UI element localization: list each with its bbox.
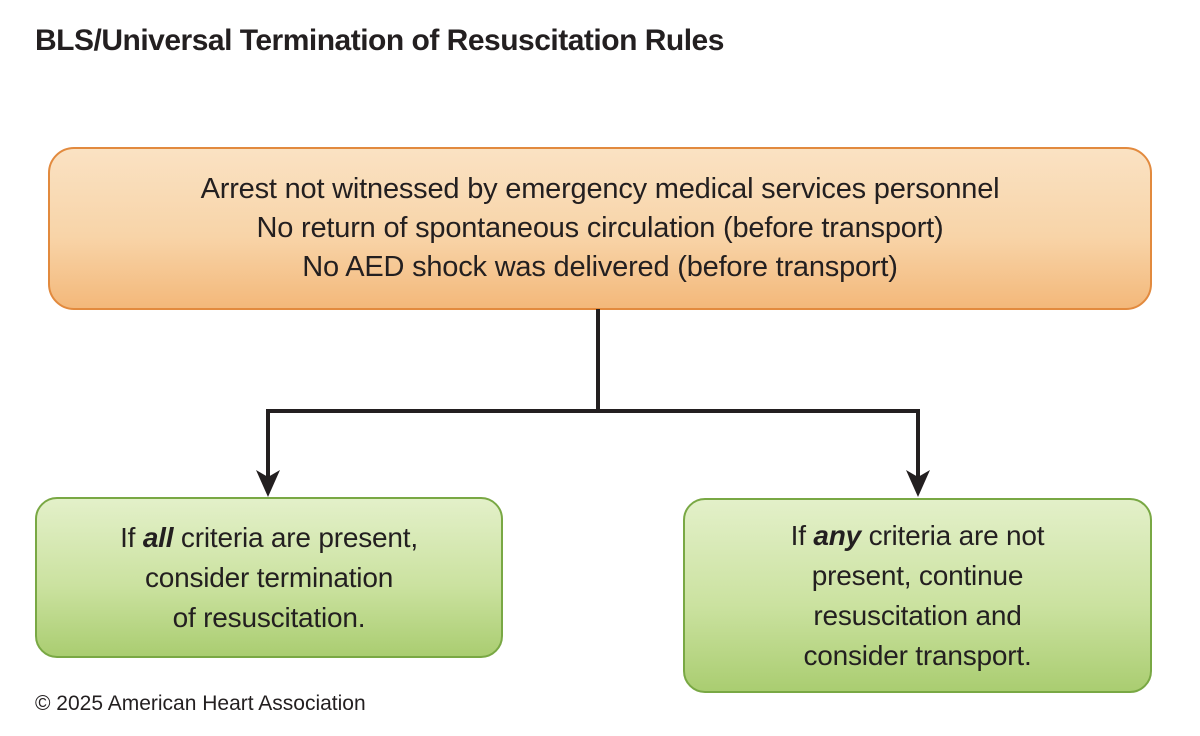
outcome-all-keyword: all [142, 521, 174, 553]
criteria-box: Arrest not witnessed by emergency medica… [48, 147, 1152, 310]
outcome-any-line-4: consider transport. [803, 639, 1032, 671]
outcome-all-line1-rest: criteria are present, [173, 521, 418, 553]
outcome-any-line-1: If any criteria are not [791, 516, 1045, 556]
page-title: BLS/Universal Termination of Resuscitati… [35, 24, 724, 57]
outcome-any-prefix: If [790, 519, 814, 551]
criteria-line-1: Arrest not witnessed by emergency medica… [200, 173, 1000, 205]
outcome-all-line-1: If all criteria are present, [120, 518, 418, 558]
outcome-any-line1-rest: criteria are not [861, 519, 1045, 551]
outcome-any-line-2: present, continue [811, 559, 1024, 591]
outcome-all-line-3: of resuscitation. [172, 601, 366, 633]
arrowhead-left-icon [256, 470, 280, 497]
outcome-all-prefix: If [120, 521, 143, 553]
outcome-box-all-present: If all criteria are present, consider te… [35, 497, 503, 658]
outcome-all-line-2: consider termination [144, 561, 394, 593]
copyright: © 2025 American Heart Association [35, 692, 366, 715]
outcome-box-any-not-present: If any criteria are not present, continu… [683, 498, 1152, 693]
outcome-any-keyword: any [813, 519, 862, 551]
outcome-any-line-3: resuscitation and [813, 599, 1022, 631]
arrowhead-right-icon [906, 470, 930, 497]
criteria-line-3: No AED shock was delivered (before trans… [302, 251, 898, 283]
criteria-line-2: No return of spontaneous circulation (be… [256, 212, 944, 244]
connector-lines [266, 309, 920, 477]
